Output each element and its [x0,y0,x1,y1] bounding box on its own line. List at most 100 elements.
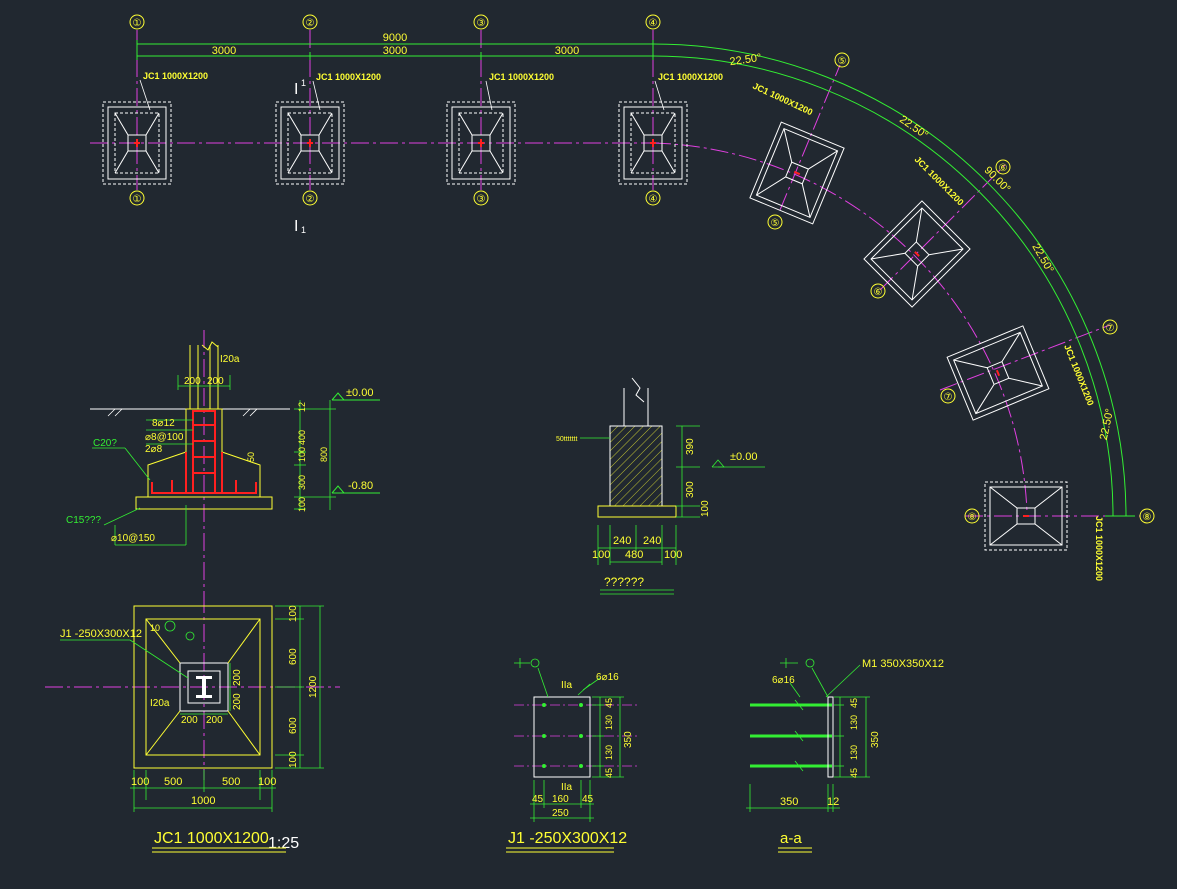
footing-plan-title-text: JC1 1000X1200 [154,830,269,847]
vdim-300: 300 [297,475,307,490]
plate-title: J1 -250X300X12 [508,830,627,847]
plate-right-dim-3: 130 [604,745,614,760]
anchor-bolt-label: 6⌀16 [772,675,795,686]
section-mark-I: I I 1 1 [294,78,306,235]
plate-right-dim-1: 45 [604,698,614,708]
level-bottom: -0.80 [348,480,373,492]
bottom-rebar-label: ⌀10@150 [111,533,155,544]
axis-label-5-bottom: ⑤ [771,218,780,229]
axis-label-2-bottom: ② [306,194,315,205]
bay-dim-3: 3000 [555,45,579,57]
plate-right-dim-2: 130 [604,715,614,730]
wall-total-dim-2: 480 [625,549,643,561]
axis-label-7-top: ⑦ [1106,323,1115,334]
plan-axis-lines [90,30,1140,517]
wall-total-dim-3: 100 [664,549,682,561]
wall-dim-100: 100 [700,500,711,517]
column-label: I20a [220,354,240,365]
anchor-bottom-dim-1: 350 [780,796,798,808]
anchor-right-dim-4: 45 [849,768,859,778]
rebar-label-3: 2⌀8 [145,444,163,455]
footing-inner-dim-1: 200 [181,715,198,726]
wall-dim-390: 390 [685,438,696,455]
wall-title: ?????? [604,575,644,589]
axis-label-5-top: ⑤ [838,56,847,67]
section-mark-top: I [294,81,298,98]
anchor-title: a-a [780,830,802,847]
axis-label-6-bottom: ⑥ [874,287,883,298]
plate-bottom-dim-2: 160 [552,794,569,805]
plan-dimension-lines [136,40,1135,517]
footing-label-2: JC1 1000X1200 [316,72,381,82]
axis-label-6-top: ⑥ [999,163,1008,174]
side-note: 50 [246,452,256,462]
anchor-right-dim-1: 45 [849,698,859,708]
axis-label-4-top: ④ [649,18,658,29]
plate-bottom-dim-1: 45 [532,794,544,805]
blinding-label: C15??? [66,515,101,526]
anchor-right-total: 350 [870,731,881,748]
overall-dim: 9000 [383,32,407,44]
plate-bottom-dim-3: 45 [582,794,594,805]
footing-bottom-dim-1: 100 [131,776,149,788]
plate-bolt-label: 6⌀16 [596,672,619,683]
vdim-total: 800 [319,447,329,462]
bay-dim-1: 3000 [212,45,236,57]
axis-label-2-top: ② [306,18,315,29]
plan-axis-bubbles [129,14,1155,524]
footing-label-1: JC1 1000X1200 [143,71,208,81]
dim-top-left: 200 [184,376,201,387]
vdim-100a: 100 [297,447,307,462]
anchor-right-dim-2: 130 [849,715,859,730]
rebar-label-1: 8⌀12 [152,418,175,429]
axis-label-1-bottom: ① [133,194,142,205]
axis-label-8-left: ⑧ [968,512,977,523]
anchor-plate-label: M1 350X350X12 [862,658,944,670]
concrete-label: C20? [93,438,117,449]
footing-bottom-dim-3: 500 [222,776,240,788]
bay-dim-2: 3000 [383,45,407,57]
rebar-label-2: ⌀8@100 [145,432,184,443]
axis-label-7-bottom: ⑦ [944,392,953,403]
plate-section-mark-bottom: IIa [561,782,573,793]
footing-label-3: JC1 1000X1200 [489,72,554,82]
footing-bottom-total: 1000 [191,795,215,807]
plate-bottom-total: 250 [552,808,569,819]
footing-right-dim-1: 100 [288,605,299,622]
arc-angle-1: 22.50° [729,52,762,68]
wall-level: ±0.00 [730,451,757,463]
plate-detail: IIa IIa 6⌀16 45 130 130 45 350 45 160 45… [506,658,640,853]
footing-right-dim-3: 600 [288,717,299,734]
footing-label-8: JC1 1000X1200 [1094,516,1104,581]
footing-plan-scale: 1:25 [268,835,299,852]
footing-label-4: JC1 1000X1200 [658,72,723,82]
wall-total-dim-1: 100 [592,549,610,561]
dim-top-right: 200 [207,376,224,387]
section-mark-sub-top: 1 [301,78,306,88]
wall-dim-300: 300 [685,481,696,498]
vdim-400: 400 [297,430,307,445]
plan-footings [102,101,1068,551]
plate-section-mark-top: IIa [561,680,573,691]
anchor-detail: M1 350X350X12 6⌀16 45 130 130 45 350 350… [746,658,944,853]
footing-inner-dim-2: 200 [206,715,223,726]
plate-right-dim-4: 45 [604,768,614,778]
plate-right-total: 350 [623,731,634,748]
footing-side-dim-2: 200 [232,693,243,710]
wall-left-note: 50ttttttt [556,436,577,443]
footing-num-label: 10 [150,623,160,633]
footing-right-total: 1200 [308,675,319,698]
footing-column-label: I20a [150,698,170,709]
footing-right-dim-4: 100 [288,751,299,768]
wall-detail: 50ttttttt 390 300 100 ±0.00 240 240 100 … [556,377,765,595]
wall-bottom-dim-2: 240 [643,535,661,547]
axis-label-8-right: ⑧ [1143,512,1152,523]
footing-plan-title: JC1 1000X1200 1:25 [152,830,299,853]
level-top: ±0.00 [346,387,373,399]
footing-bottom-dim-4: 100 [258,776,276,788]
anchor-right-dim-3: 130 [849,745,859,760]
wall-bottom-dim-1: 240 [613,535,631,547]
anchor-bottom-dim-2: 12 [827,796,839,808]
axis-label-3-bottom: ③ [477,194,486,205]
